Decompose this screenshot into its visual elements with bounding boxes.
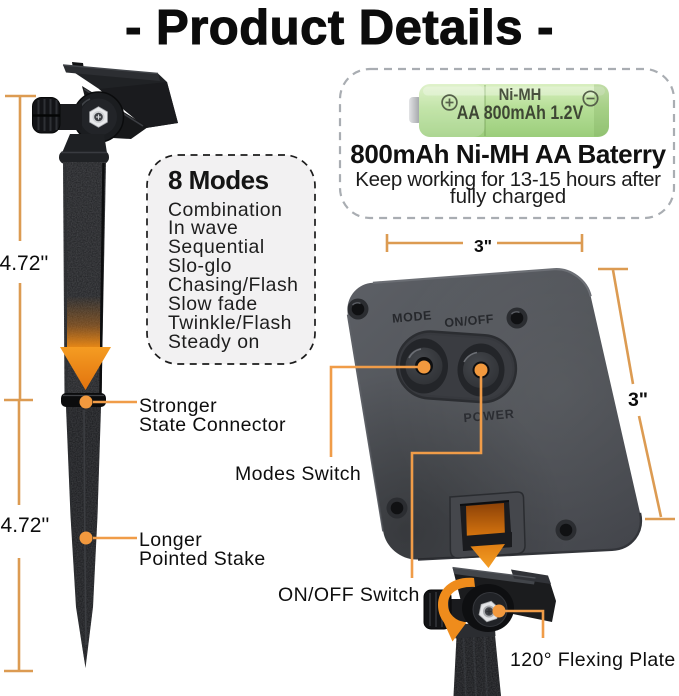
flexing-clamp-graphic	[423, 503, 556, 696]
screw-top-left	[347, 298, 369, 320]
screw-bottom-right	[555, 519, 577, 541]
down-arrow-stake	[60, 296, 111, 390]
mode-item: In wave	[168, 217, 239, 240]
battery-spec-label: AA 800mAh 1.2V	[456, 102, 584, 124]
mode-item: Slow fade	[168, 293, 258, 316]
label-longer-pointed-stake: Longer Pointed Stake	[139, 529, 266, 570]
battery-graphic	[409, 84, 609, 137]
label-flexing-plate: 120° Flexing Plate	[510, 649, 676, 671]
dim-text-panel-width: 3"	[473, 236, 493, 256]
modes-list: Combination In wave Sequential Slo-glo C…	[168, 198, 299, 353]
dot-flex-bolt	[492, 604, 506, 618]
device-mode-label: MODE	[392, 308, 433, 325]
screw-bottom-left	[386, 497, 408, 519]
mode-item: Sequential	[168, 236, 265, 259]
dot-mode-button	[417, 360, 431, 374]
dim-text-stake-lower: 4.72''	[0, 514, 50, 537]
dot-stake	[79, 531, 93, 545]
label-line: Longer	[139, 529, 203, 551]
label-modes-switch: Modes Switch	[235, 463, 362, 485]
battery-subline1: Keep working for 13-15 hours after	[355, 167, 661, 191]
page-title: - Product Details -	[125, 0, 554, 55]
label-line: Stronger	[139, 395, 217, 417]
device-graphic: MODE ON/OFF POWER	[346, 268, 643, 561]
mode-item: Combination	[168, 198, 283, 221]
label-line: Pointed Stake	[139, 547, 266, 570]
mode-item: Twinkle/Flash	[168, 311, 292, 334]
label-onoff-switch: ON/OFF Switch	[278, 584, 420, 606]
label-line: State Connector	[139, 413, 286, 436]
dot-onoff-button	[474, 363, 488, 377]
dot-connector	[79, 395, 93, 409]
modes-card-outline	[146, 154, 316, 365]
battery-positive-tip	[409, 97, 422, 123]
label-stronger-state-connector: Stronger State Connector	[139, 395, 286, 436]
dim-stake-upper	[5, 94, 36, 399]
dimension-lines	[4, 94, 675, 673]
battery-type-label: Ni-MH	[498, 85, 542, 104]
dim-panel-width	[385, 234, 584, 252]
dim-panel-height	[598, 267, 675, 521]
dim-text-panel-height: 3"	[627, 389, 649, 411]
modes-heading: 8 Modes	[168, 165, 269, 195]
mode-item: Steady on	[168, 330, 260, 353]
mode-item: Slo-glo	[168, 255, 232, 278]
callout-line-flex	[499, 609, 545, 638]
battery-minus-symbol	[582, 90, 599, 107]
callout-line-modes	[329, 365, 424, 457]
callout-dots	[79, 360, 506, 618]
device-onoff-label: ON/OFF	[444, 312, 495, 330]
battery-subline2: fully charged	[449, 184, 567, 208]
callout-line-onoff	[410, 370, 483, 578]
screw-top-right	[506, 307, 528, 329]
mode-item: Chasing/Flash	[168, 274, 299, 297]
dim-text-stake-upper: 4.72''	[0, 252, 49, 275]
battery-heading: 800mAh Ni-MH AA Baterry	[350, 139, 666, 169]
down-arrow-slot	[463, 503, 512, 568]
rotation-arrow	[438, 577, 475, 642]
battery-body	[419, 84, 609, 137]
callout-lines	[93, 365, 545, 638]
device-power-label: POWER	[463, 407, 515, 425]
device-screws	[347, 298, 577, 541]
battery-plus-symbol	[441, 94, 458, 111]
dim-stake-lower	[4, 398, 33, 673]
